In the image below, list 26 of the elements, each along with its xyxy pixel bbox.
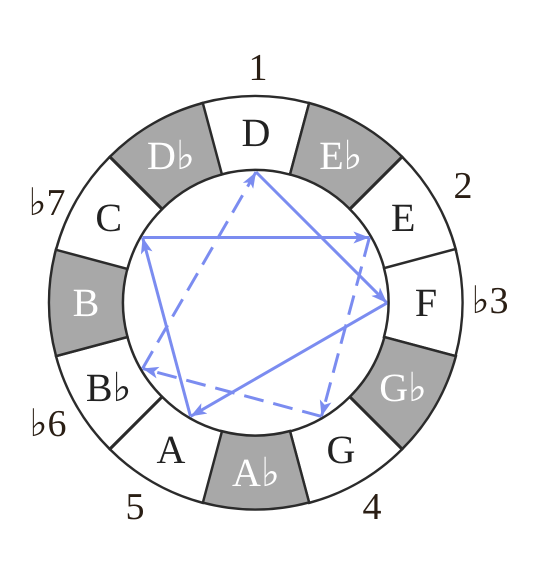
note-label: A♭ xyxy=(232,452,280,493)
scale-degree-label: ♭6 xyxy=(30,405,66,443)
note-label: F xyxy=(414,282,438,323)
note-label: B xyxy=(72,282,100,323)
scale-degree-label: 5 xyxy=(126,488,144,526)
arrow xyxy=(140,237,192,417)
note-label: D♭ xyxy=(147,136,195,176)
note-label: G xyxy=(326,430,356,470)
scale-degree-label: ♭3 xyxy=(472,282,508,320)
note-label: E♭ xyxy=(319,136,363,176)
note-label: B♭ xyxy=(86,368,132,408)
dashed-arrow xyxy=(142,366,322,418)
note-label: C xyxy=(95,198,122,238)
arrow xyxy=(254,170,388,304)
scale-degree-label: 4 xyxy=(362,488,382,526)
dashed-arrow xyxy=(141,171,258,370)
note-label: G♭ xyxy=(379,368,428,408)
dashed-arrow xyxy=(320,237,371,417)
scale-degree-label: 2 xyxy=(454,167,472,205)
note-label: A xyxy=(156,430,186,470)
arrow xyxy=(190,302,388,418)
scale-degree-label: 1 xyxy=(248,49,268,87)
scale-degree-label: ♭7 xyxy=(28,184,66,222)
note-label: D xyxy=(242,113,270,153)
arrow xyxy=(142,232,370,244)
note-label: E xyxy=(390,198,416,238)
